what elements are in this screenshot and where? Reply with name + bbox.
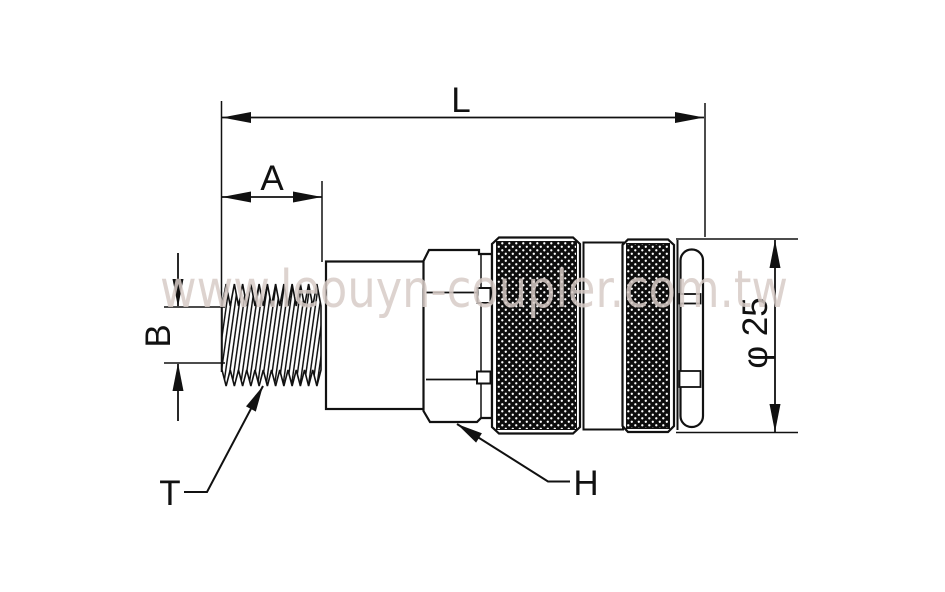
dimension-lines (164, 101, 798, 493)
arrow-A-left (222, 191, 251, 203)
arrow-dia-up (769, 240, 781, 268)
arrow-T (246, 386, 263, 412)
arrow-L-right (675, 112, 704, 123)
arrow-A-right (293, 191, 322, 203)
arrow-B-down (172, 279, 184, 307)
watermark-text: www.leouyn-coupler.com.tw (160, 260, 788, 320)
arrow-B-up (172, 363, 184, 391)
dim-label-T: T (159, 474, 180, 513)
coupler-body (221, 236, 705, 435)
dim-label-L: L (451, 81, 470, 120)
arrow-dia-down (769, 404, 781, 432)
detent-top (476, 287, 492, 304)
dim-label-B: B (139, 324, 178, 347)
endcap-groove-top (678, 293, 702, 305)
body-block (324, 260, 426, 411)
arrow-L-left (222, 112, 251, 123)
dim-label-A: A (260, 159, 284, 198)
knurl-pattern-front (496, 241, 577, 430)
thread-zigzag (221, 283, 322, 387)
knurl-pattern-rear (626, 243, 670, 429)
leader-H (456, 423, 570, 483)
leader-T (184, 385, 264, 493)
dim-label-H: H (573, 464, 598, 503)
detent-bottom (476, 370, 492, 385)
sleeve-band (582, 241, 624, 431)
dim-label-diameter: φ 25 (736, 297, 775, 368)
endcap-groove-bottom (678, 370, 702, 388)
arrow-H (457, 424, 482, 443)
